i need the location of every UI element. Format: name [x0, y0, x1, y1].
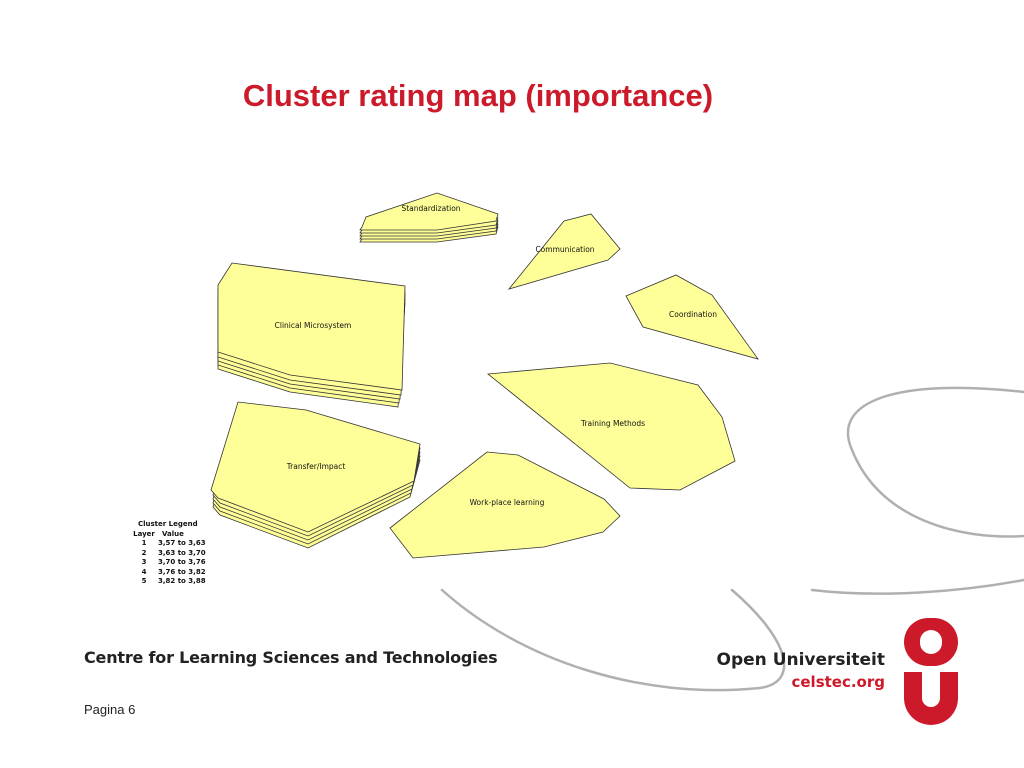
cluster-label-coordination: Coordination	[669, 310, 717, 319]
cluster-label-communication: Communication	[535, 245, 594, 254]
cluster-label-standardization: Standardization	[401, 204, 460, 213]
legend-value: 3,70 to 3,76	[158, 558, 206, 566]
legend-row: 4 3,76 to 3,82	[132, 568, 214, 578]
legend-layer: 3	[141, 558, 147, 566]
legend-row: 2 3,63 to 3,70	[132, 549, 214, 559]
cluster-label-training-methods: Training Methods	[580, 419, 645, 428]
legend-header: Layer Value	[132, 530, 214, 540]
brand-name: Open Universiteit	[716, 650, 885, 670]
cluster-legend: Cluster Legend Layer Value 1 3,57 to 3,6…	[132, 520, 214, 587]
legend-value: 3,82 to 3,88	[158, 577, 206, 585]
legend-value: 3,63 to 3,70	[158, 548, 206, 557]
legend-value: 3,57 to 3,63	[158, 539, 206, 547]
cluster-work-place-learning[interactable]	[389, 451, 621, 559]
legend-row: 1 3,57 to 3,63	[132, 539, 214, 549]
legend-layer: 5	[141, 577, 147, 585]
legend-value: 3,76 to 3,82	[158, 567, 206, 576]
cluster-training-methods[interactable]	[486, 362, 736, 491]
legend-layer: 1	[141, 539, 147, 547]
legend-layer: 2	[141, 548, 147, 557]
page-number: Pagina 6	[84, 702, 136, 717]
footer-organization: Centre for Learning Sciences and Technol…	[84, 648, 498, 667]
legend-col-value: Value	[162, 529, 184, 538]
legend-layer: 4	[141, 567, 147, 576]
cluster-label-work-place-learning: Work-place learning	[470, 498, 545, 507]
open-universiteit-logo-icon	[904, 618, 958, 725]
legend-col-layer: Layer	[133, 529, 155, 538]
legend-row: 3 3,70 to 3,76	[132, 558, 214, 568]
cluster-coordination[interactable]	[625, 274, 759, 360]
cluster-label-clinical-microsystem: Clinical Microsystem	[275, 321, 352, 330]
brand-site-link[interactable]: celstec.org	[791, 673, 885, 691]
legend-title: Cluster Legend	[138, 520, 198, 528]
cluster-communication[interactable]	[507, 213, 621, 290]
slide-title: Cluster rating map (importance)	[242, 78, 714, 113]
legend-row: 5 3,82 to 3,88	[132, 577, 214, 587]
cluster-clinical-microsystem[interactable]	[217, 262, 406, 408]
cluster-transfer-impact[interactable]	[210, 401, 421, 549]
cluster-standardization[interactable]	[359, 192, 499, 243]
cluster-label-transfer-impact: Transfer/Impact	[286, 462, 346, 471]
